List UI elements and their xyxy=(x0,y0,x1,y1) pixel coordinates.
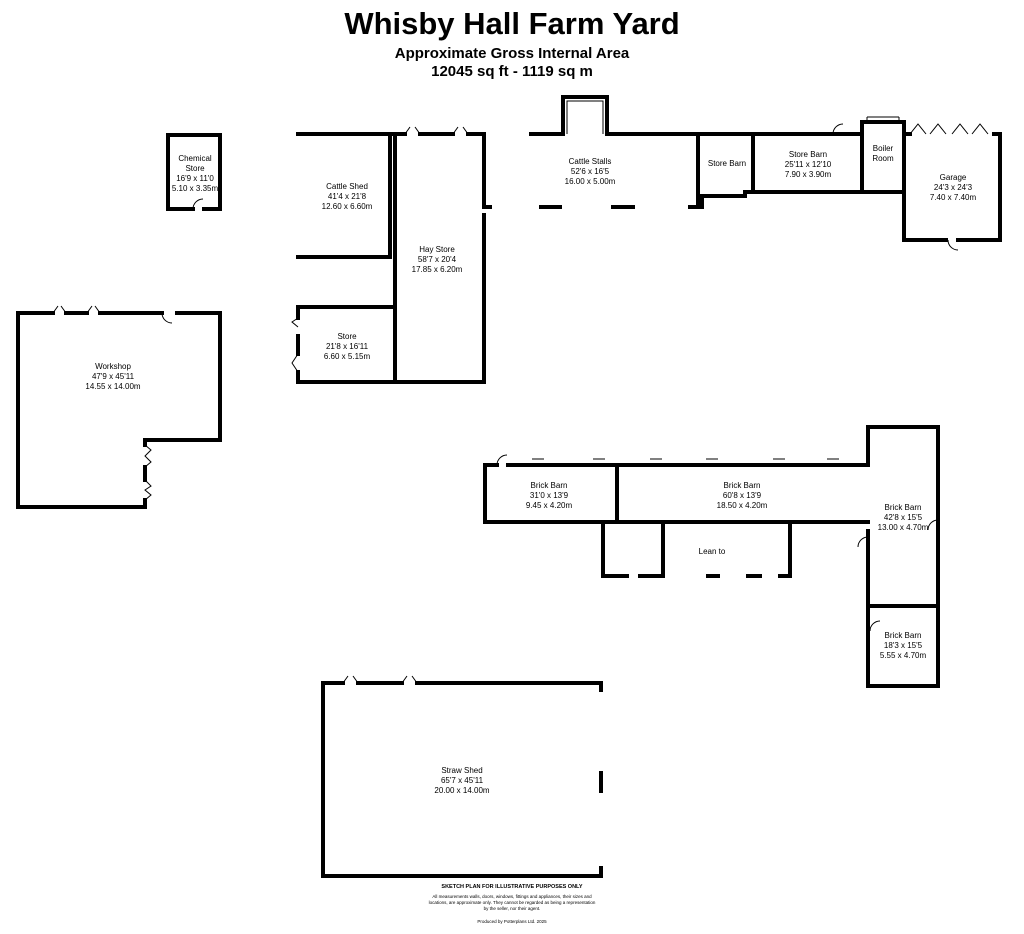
plan-subtitle: Approximate Gross Internal Area xyxy=(394,45,630,62)
room-dimensions-metric: 5.55 x 4.70m xyxy=(879,651,927,660)
room-dimensions-metric: 12.60 x 6.60m xyxy=(321,202,373,211)
room-hay-store: Hay Store 58'7 x 20'4 17.85 x 6.20m xyxy=(412,245,463,275)
room-dimensions-metric: 18.50 x 4.20m xyxy=(716,501,768,510)
room-dimensions-imperial: 42'8 x 15'5 xyxy=(883,513,923,522)
room-cattle-stalls: Cattle Stalls 52'6 x 16'5 16.00 x 5.00m xyxy=(565,157,616,187)
room-cattle-shed: Cattle Shed 41'4 x 21'8 12.60 x 6.60m xyxy=(322,182,373,212)
room-garage: Garage 24'3 x 24'3 7.40 x 7.40m xyxy=(930,173,976,203)
room-name: Store Barn xyxy=(788,150,828,159)
room-name: Brick Barn xyxy=(723,481,761,490)
cattle-stalls-garage-walls xyxy=(482,95,1002,251)
room-dimensions-metric: 5.10 x 3.35m xyxy=(171,184,219,193)
room-name: Garage xyxy=(939,173,967,182)
room-dimensions-imperial: 31'0 x 13'9 xyxy=(529,491,569,500)
cattle-shed-hay-store-walls xyxy=(291,126,486,384)
room-dimensions-imperial: 41'4 x 21'8 xyxy=(327,192,367,201)
room-dimensions-imperial: 16'9 x 11'0 xyxy=(176,174,214,183)
room-name: Lean to xyxy=(698,547,726,556)
room-dimensions-imperial: 58'7 x 20'4 xyxy=(417,255,457,264)
chemical-store-walls xyxy=(166,133,222,211)
room-boiler-room: Boiler Room xyxy=(872,144,893,164)
room-name: Chemical Store xyxy=(178,154,212,173)
plan-title: Whisby Hall Farm Yard xyxy=(344,6,680,41)
room-dimensions-metric: 20.00 x 14.00m xyxy=(434,786,490,795)
straw-shed-walls xyxy=(321,675,603,878)
room-dimensions-metric: 14.55 x 14.00m xyxy=(85,382,141,391)
room-name: Brick Barn xyxy=(530,481,568,490)
room-dimensions-imperial: 25'11 x 12'10 xyxy=(784,160,832,169)
room-name: Brick Barn xyxy=(884,631,922,640)
room-dimensions-metric: 16.00 x 5.00m xyxy=(564,177,616,186)
room-dimensions-metric: 17.85 x 6.20m xyxy=(411,265,463,274)
room-brick-barn-4: Brick Barn 18'3 x 15'5 5.55 x 4.70m xyxy=(880,631,926,661)
room-dimensions-metric: 13.00 x 4.70m xyxy=(877,523,929,532)
disclaimer-text: All measurements walls, doors, windows, … xyxy=(0,894,1024,912)
plan-area: 12045 sq ft - 1119 sq m xyxy=(431,63,593,80)
room-straw-shed: Straw Shed 65'7 x 45'11 20.00 x 14.00m xyxy=(434,766,489,796)
room-dimensions-imperial: 21'8 x 16'11 xyxy=(325,342,369,351)
room-lean-to: Lean to xyxy=(699,547,726,557)
room-name: Store xyxy=(337,332,357,341)
room-workshop: Workshop 47'9 x 45'11 14.55 x 14.00m xyxy=(85,362,140,392)
room-brick-barn-2: Brick Barn 60'8 x 13'9 18.50 x 4.20m xyxy=(717,481,768,511)
room-dimensions-metric: 9.45 x 4.20m xyxy=(525,501,573,510)
room-dimensions-imperial: 52'6 x 16'5 xyxy=(570,167,610,176)
room-store-barn: Store Barn 25'11 x 12'10 7.90 x 3.90m xyxy=(785,150,832,180)
room-name: Workshop xyxy=(95,362,131,371)
room-brick-barn-3: Brick Barn 42'8 x 15'5 13.00 x 4.70m xyxy=(878,503,929,533)
room-name: Straw Shed xyxy=(441,766,483,775)
room-store: Store 21'8 x 16'11 6.60 x 5.15m xyxy=(324,332,370,362)
room-dimensions-imperial: 24'3 x 24'3 xyxy=(933,183,973,192)
produced-by-text: Produced by Potterplans Ltd. 2025 xyxy=(477,919,547,924)
sketch-plan-note: SKETCH PLAN FOR ILLUSTRATIVE PURPOSES ON… xyxy=(441,884,583,890)
room-chemical-store: Chemical Store 16'9 x 11'0 5.10 x 3.35m xyxy=(172,154,218,194)
room-store-barn-small: Store Barn xyxy=(708,159,746,169)
room-dimensions-metric: 7.40 x 7.40m xyxy=(929,193,977,202)
workshop-walls xyxy=(16,305,222,509)
room-name: Store Barn xyxy=(707,159,747,168)
room-dimensions-imperial: 47'9 x 45'11 xyxy=(91,372,135,381)
room-name: Brick Barn xyxy=(884,503,922,512)
room-name: Boiler Room xyxy=(872,144,894,163)
room-dimensions-metric: 7.90 x 3.90m xyxy=(784,170,832,179)
room-name: Cattle Shed xyxy=(326,182,368,191)
room-dimensions-imperial: 65'7 x 45'11 xyxy=(440,776,484,785)
room-dimensions-metric: 6.60 x 5.15m xyxy=(323,352,371,361)
room-name: Hay Store xyxy=(419,245,455,254)
room-dimensions-imperial: 60'8 x 13'9 xyxy=(722,491,762,500)
brick-barns-walls xyxy=(483,425,940,688)
room-dimensions-imperial: 18'3 x 15'5 xyxy=(883,641,923,650)
room-brick-barn-1: Brick Barn 31'0 x 13'9 9.45 x 4.20m xyxy=(526,481,572,511)
disclaimer-body: All measurements walls, doors, windows, … xyxy=(428,894,596,911)
room-name: Cattle Stalls xyxy=(568,157,612,166)
